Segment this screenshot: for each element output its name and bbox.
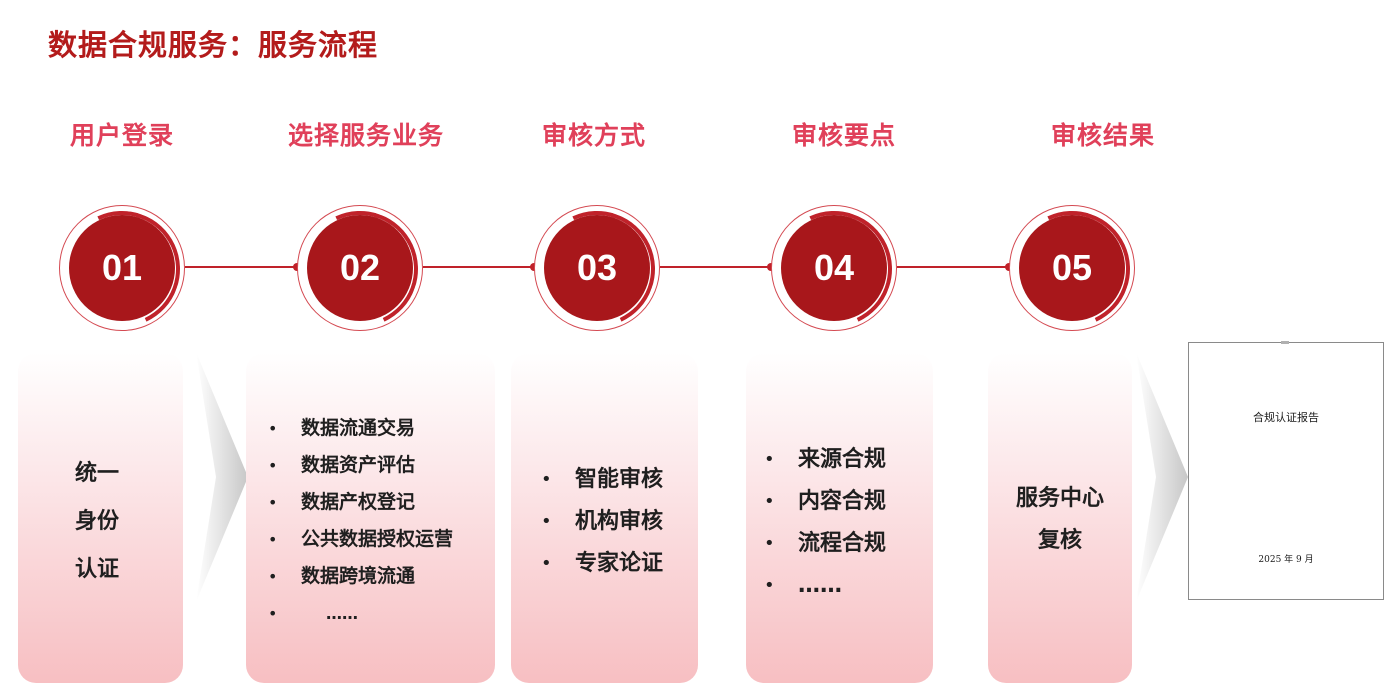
- step-label-4: 审核要点: [791, 121, 896, 150]
- report-title: 合规认证报告: [1253, 411, 1319, 424]
- result-line: 服务中心: [1015, 486, 1104, 511]
- report-edge-mark: [1281, 341, 1289, 344]
- step-number-1: 01: [69, 215, 175, 321]
- connector-4-5: [897, 266, 1009, 268]
- list-item: 数据产权登记: [246, 484, 495, 521]
- connector-2-3: [423, 266, 534, 268]
- list-item: 数据流通交易: [246, 410, 495, 447]
- list-item: 智能审核: [511, 459, 698, 501]
- step-label-3: 审核方式: [541, 121, 646, 150]
- flow-chevron-1: [196, 352, 248, 602]
- list-item: 来源合规: [746, 439, 933, 481]
- identity-card-text: 统一 身份 认证: [18, 450, 183, 594]
- step-label-1: 用户登录: [69, 121, 174, 150]
- list-item: ……: [246, 595, 495, 632]
- identity-line: 认证: [75, 557, 120, 582]
- list-item: 数据资产评估: [246, 447, 495, 484]
- list-item: 流程合规: [746, 523, 933, 565]
- identity-card: [18, 353, 183, 683]
- page-title: 数据合规服务：服务流程: [48, 28, 379, 62]
- flow-chevron-2: [1136, 352, 1188, 602]
- step-number-5: 05: [1019, 215, 1125, 321]
- result-card-text: 服务中心 复核: [988, 478, 1132, 562]
- identity-line: 统一: [75, 461, 120, 486]
- connector-3-4: [660, 266, 771, 268]
- list-item: 机构审核: [511, 501, 698, 543]
- step-number-2: 02: [307, 215, 413, 321]
- step-number-3: 03: [544, 215, 650, 321]
- result-card: [988, 353, 1132, 683]
- list-item: ……: [746, 565, 933, 607]
- list-item: 内容合规: [746, 481, 933, 523]
- list-item: 公共数据授权运营: [246, 521, 495, 558]
- services-list: 数据流通交易 数据资产评估 数据产权登记 公共数据授权运营 数据跨境流通 ……: [246, 410, 495, 632]
- result-line: 复核: [1037, 528, 1082, 553]
- compliance-report-thumbnail: 合规认证报告 2025 年 9 月: [1188, 341, 1384, 600]
- list-item: 数据跨境流通: [246, 558, 495, 595]
- report-date: 2025 年 9 月: [1258, 555, 1314, 565]
- identity-line: 身份: [75, 509, 120, 534]
- step-number-4: 04: [781, 215, 887, 321]
- methods-list: 智能审核 机构审核 专家论证: [511, 459, 698, 585]
- step-label-2: 选择服务业务: [287, 121, 444, 150]
- points-list: 来源合规 内容合规 流程合规 ……: [746, 439, 933, 607]
- step-label-5: 审核结果: [1050, 121, 1155, 150]
- connector-1-2: [185, 266, 297, 268]
- list-item: 专家论证: [511, 543, 698, 585]
